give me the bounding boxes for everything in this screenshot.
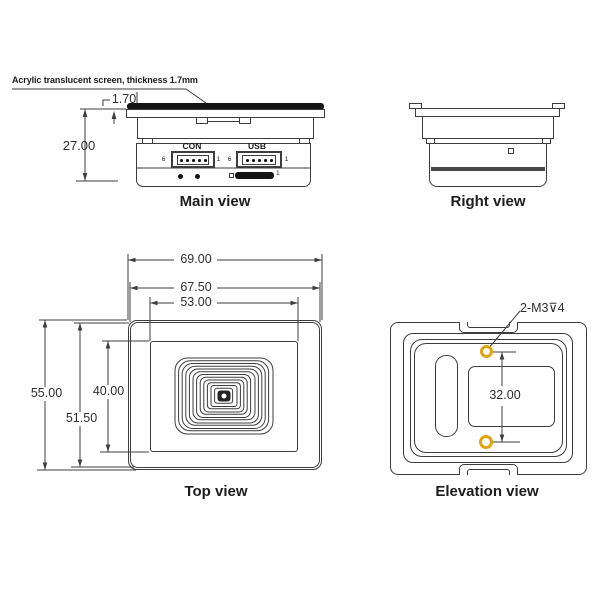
right-lower-panel — [429, 143, 547, 187]
dim-main-height: 27.00 — [62, 138, 96, 153]
elev-top-tab-inner — [467, 322, 510, 328]
usb-pin6-label: 6 — [227, 156, 232, 163]
con-pin6-label: 6 — [161, 156, 166, 163]
mount-stud-left — [178, 174, 183, 179]
screw-hole-bottom-icon — [479, 435, 493, 449]
dim-top-height-window: 40.00 — [89, 384, 128, 399]
screw-hole-top-icon — [480, 345, 493, 358]
micro-usb-pin1-mark — [229, 173, 234, 178]
main-top-tab-right — [239, 117, 251, 124]
lens-center-dot — [221, 393, 226, 398]
dim-top-height-body: 51.50 — [62, 411, 101, 426]
dim-hole-spacing: 32.00 — [485, 388, 525, 403]
elevation-view-caption: Elevation view — [435, 483, 539, 500]
micro-usb-pin1-label: 1 — [276, 170, 280, 177]
mount-stud-right — [195, 174, 200, 179]
main-view-caption: Main view — [179, 193, 251, 210]
dim-top-width-body: 67.50 — [175, 280, 217, 295]
screen-material-note: Acrylic translucent screen, thickness 1.… — [12, 75, 198, 85]
con-pin-dot — [180, 159, 183, 162]
usb-pin1-label: 1 — [284, 156, 289, 163]
elev-side-slot — [435, 355, 458, 437]
con-pin-dot — [198, 159, 201, 162]
usb-pin-dot — [246, 159, 249, 162]
micro-usb-port — [235, 172, 274, 179]
con-pin-dot — [204, 159, 207, 162]
dim-top-width-overall: 69.00 — [175, 252, 217, 267]
con-pin1-label: 1 — [216, 156, 221, 163]
dim-top-height-overall: 55.00 — [27, 386, 66, 401]
con-label: CON — [182, 141, 202, 151]
usb-pin-dot — [258, 159, 261, 162]
usb-pin-dot — [252, 159, 255, 162]
con-pin-dot — [186, 159, 189, 162]
elev-bottom-tab-inner — [467, 469, 510, 475]
thread-callout: 2-M3⊽4 — [520, 301, 565, 315]
con-pin-dot — [192, 159, 195, 162]
right-square-hole — [508, 148, 514, 154]
lens-fresnel-pattern — [174, 357, 273, 434]
main-lower-panel — [136, 143, 311, 187]
usb-pin-dot — [270, 159, 273, 162]
right-upper-body — [422, 116, 554, 139]
right-view-caption: Right view — [450, 193, 526, 210]
usb-label: USB — [248, 141, 266, 151]
dim-thickness: 1.70 — [111, 92, 137, 106]
dim-top-width-window: 53.00 — [175, 295, 217, 310]
main-top-tab-left — [196, 117, 208, 124]
top-view-caption: Top view — [184, 483, 248, 500]
usb-pin-dot — [264, 159, 267, 162]
right-seam-band — [431, 167, 545, 171]
